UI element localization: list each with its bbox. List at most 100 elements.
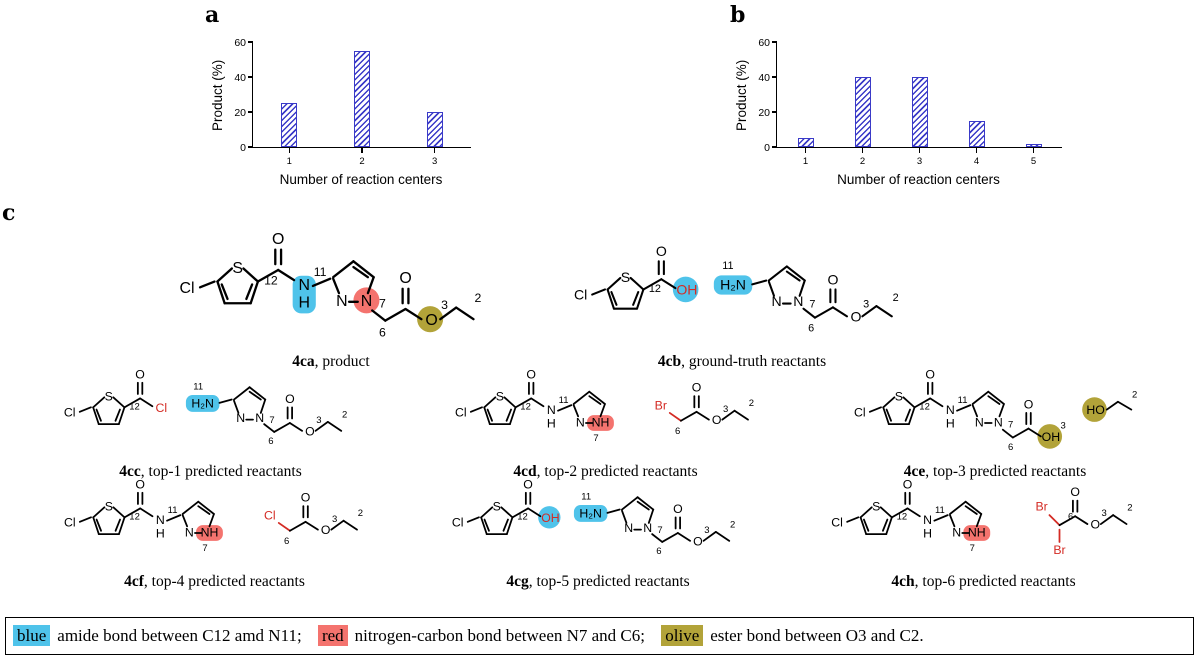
atom-label: H <box>547 416 556 430</box>
bond <box>785 265 806 282</box>
atom-label: Br <box>1035 500 1047 514</box>
bond <box>620 509 627 524</box>
atom-label: S <box>232 260 243 277</box>
atom-label: 2 <box>342 409 347 420</box>
molecule-id-4cc: 4cc <box>119 463 141 480</box>
molecule-caption-4cg: 4cg, top-5 predicted reactants <box>506 573 689 591</box>
atom-label: N <box>624 521 633 535</box>
molecule-id-4cg: 4cg <box>506 573 529 590</box>
atom-label: Cl <box>180 280 195 297</box>
bond <box>514 397 533 409</box>
molecule-caption-text-4cf: , top-4 predicted reactants <box>143 573 305 590</box>
bar <box>797 138 814 147</box>
bond <box>913 397 932 409</box>
atom-label: 6 <box>268 436 273 447</box>
bond <box>1027 427 1042 438</box>
bond <box>660 532 679 543</box>
atom-label: NH <box>592 415 610 429</box>
atom-label: 12 <box>919 402 930 413</box>
bond <box>526 507 541 518</box>
molecule-caption-4ce: 4ce, top-3 predicted reactants <box>904 463 1086 481</box>
atom-label: H <box>298 295 309 312</box>
y-tick-label: 0 <box>240 141 246 154</box>
atom-label: N <box>547 403 556 417</box>
atom-label: S <box>105 500 113 514</box>
bond <box>511 507 529 519</box>
atom-label: N <box>643 521 652 535</box>
molecule-id-4ce: 4ce <box>903 463 926 480</box>
bond <box>680 410 698 422</box>
bond <box>92 406 100 426</box>
atom-label: 2 <box>474 291 481 305</box>
atom-label: Cl <box>451 515 463 529</box>
bond <box>629 276 645 291</box>
bond <box>117 406 126 426</box>
bond <box>263 423 276 433</box>
atom-label: N <box>975 415 984 429</box>
bond <box>455 306 475 321</box>
atom-label: 2 <box>893 292 899 304</box>
bond <box>479 506 493 519</box>
bond <box>483 396 497 409</box>
bond <box>902 396 916 409</box>
bond <box>439 306 458 321</box>
atom-label: Br <box>1053 543 1065 557</box>
molecule-caption-text-4ch: , top-6 predicted reactants <box>914 573 1076 590</box>
molecule-caption-text-4cd: , top-2 predicted reactants <box>536 463 698 480</box>
bond <box>198 280 216 289</box>
x-tick-mark <box>804 148 807 154</box>
bond <box>216 267 234 283</box>
y-tick-label: 20 <box>234 106 246 119</box>
bond <box>908 406 916 426</box>
legend-swatch-olive: olive <box>661 625 704 646</box>
y-tick-mark <box>248 76 253 78</box>
atom-label: S <box>105 390 113 404</box>
bond <box>882 406 890 426</box>
bond <box>863 518 870 532</box>
bond <box>885 516 893 536</box>
atom-label: S <box>496 390 504 404</box>
bond <box>277 268 296 282</box>
bond <box>112 396 126 409</box>
bond <box>949 500 967 515</box>
x-tick-label: 1 <box>286 156 292 167</box>
bond <box>248 386 267 401</box>
atom-label: O <box>135 477 145 491</box>
atom-label: 2 <box>749 398 754 409</box>
bond <box>486 408 493 422</box>
x-tick-mark <box>1032 148 1035 154</box>
bar <box>354 50 370 147</box>
bond <box>233 386 251 401</box>
bond <box>879 506 893 519</box>
x-tick-mark <box>918 148 921 154</box>
bond <box>499 506 513 519</box>
atom-label: O <box>399 270 411 287</box>
bond <box>868 406 882 413</box>
atom-label: N <box>771 293 781 309</box>
atom-label: 12 <box>264 273 278 287</box>
atom-label: O <box>1024 397 1034 411</box>
x-tick-mark <box>434 148 436 154</box>
atom-label: 12 <box>897 512 908 523</box>
bond <box>509 406 517 426</box>
bond <box>572 404 580 418</box>
bond <box>642 278 663 291</box>
y-tick-label: 60 <box>234 36 246 49</box>
x-tick-mark <box>361 148 363 154</box>
bond <box>208 513 215 528</box>
atom-label: H <box>946 416 955 430</box>
bond <box>466 516 480 523</box>
atom-label: NH <box>968 525 986 539</box>
bond <box>859 516 868 536</box>
atom-label: 12 <box>649 283 661 295</box>
bond <box>288 422 304 432</box>
atom-label: N <box>255 411 264 425</box>
atom-label: O <box>692 381 702 395</box>
